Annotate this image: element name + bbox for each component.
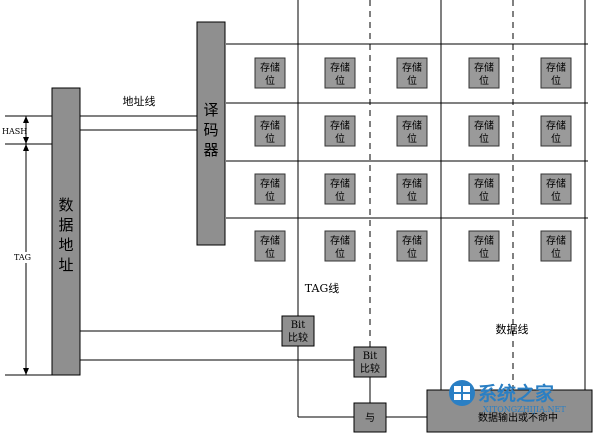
memory-cell-line2: 位	[265, 74, 275, 87]
memory-cell-line1: 存储	[260, 177, 280, 190]
memory-cell-line2: 位	[479, 74, 489, 87]
decoder-label-char: 器	[203, 141, 218, 159]
memory-cell-line1: 存储	[546, 234, 566, 247]
decoder-label-char: 码	[203, 121, 218, 139]
and-gate: 与	[353, 402, 387, 433]
memory-cell: 存储位	[254, 57, 286, 89]
memory-cell: 存储位	[324, 57, 356, 89]
address-block-label-char: 数	[58, 196, 73, 214]
memory-cell-line2: 位	[551, 190, 561, 203]
memory-cell-line1: 存储	[260, 61, 280, 74]
memory-cell-line1: 存储	[474, 119, 494, 132]
memory-cell-line1: 存储	[546, 177, 566, 190]
memory-cell: 存储位	[254, 173, 286, 205]
memory-cell-line1: 存储	[402, 177, 422, 190]
word-lines	[226, 43, 588, 219]
memory-cell: 存储位	[324, 115, 356, 147]
compare-lines	[80, 330, 354, 361]
memory-cell: 存储位	[396, 230, 428, 262]
memory-cell-line1: 存储	[474, 177, 494, 190]
watermark-url: XITONGZHIJIA.NET	[483, 405, 566, 414]
memory-cell-line2: 位	[479, 190, 489, 203]
memory-cell-line2: 位	[407, 190, 417, 203]
memory-cell-line2: 位	[335, 247, 345, 260]
comparator-1-line1: Bit	[291, 320, 306, 331]
memory-cell: 存储位	[468, 173, 500, 205]
memory-cell-line1: 存储	[402, 234, 422, 247]
decoder-label-char: 译	[203, 101, 218, 119]
memory-cell-line1: 存储	[474, 234, 494, 247]
memory-cell-line1: 存储	[474, 61, 494, 74]
memory-cell-line1: 存储	[402, 119, 422, 132]
comparator-1-line2: 比较	[288, 331, 308, 344]
watermark-title: 系统之家	[478, 382, 555, 405]
memory-cell-line1: 存储	[330, 234, 350, 247]
memory-cell: 存储位	[396, 57, 428, 89]
bit-comparator-1: Bit 比较	[281, 315, 315, 347]
memory-cell-line1: 存储	[330, 119, 350, 132]
comparator-2-line1: Bit	[363, 351, 378, 362]
data-line-label: 数据线	[496, 322, 529, 336]
hash-label: HASH	[2, 127, 27, 136]
memory-cell-line2: 位	[335, 190, 345, 203]
address-block-label-char: 址	[58, 256, 73, 274]
memory-cell-line2: 位	[407, 247, 417, 260]
output-label: 数据输出或不命中	[478, 411, 558, 424]
memory-cell-line2: 位	[407, 132, 417, 145]
memory-cell-line1: 存储	[330, 61, 350, 74]
memory-cell-grid: 存储位存储位存储位存储位存储位存储位存储位存储位存储位存储位存储位存储位存储位存…	[254, 57, 572, 262]
memory-cell: 存储位	[324, 173, 356, 205]
memory-cell-line2: 位	[551, 247, 561, 260]
tag-line-label: TAG线	[305, 281, 339, 295]
memory-cell: 存储位	[468, 230, 500, 262]
and-gate-label: 与	[365, 412, 375, 424]
memory-cell: 存储位	[540, 173, 572, 205]
memory-cell: 存储位	[324, 230, 356, 262]
memory-cell-line1: 存储	[260, 234, 280, 247]
memory-cell-line1: 存储	[260, 119, 280, 132]
memory-cell: 存储位	[540, 230, 572, 262]
memory-cell-line1: 存储	[330, 177, 350, 190]
tag-label: TAG	[14, 253, 31, 262]
memory-cell-line2: 位	[407, 74, 417, 87]
watermark: 系统之家 XITONGZHIJIA.NET	[449, 380, 566, 414]
memory-cell-line2: 位	[265, 247, 275, 260]
memory-cell-line2: 位	[265, 190, 275, 203]
and-gate-wires	[297, 346, 427, 418]
memory-cell-line1: 存储	[546, 61, 566, 74]
memory-cell-line2: 位	[479, 132, 489, 145]
memory-cell: 存储位	[468, 57, 500, 89]
decoder-block: 译 码 器	[196, 21, 226, 246]
memory-cell-line1: 存储	[402, 61, 422, 74]
memory-cell-line2: 位	[551, 132, 561, 145]
memory-cell-line2: 位	[551, 74, 561, 87]
memory-cell: 存储位	[396, 173, 428, 205]
address-block-label-char: 地	[58, 236, 73, 254]
memory-cell-line2: 位	[335, 74, 345, 87]
memory-cell: 存储位	[540, 57, 572, 89]
address-lines: 地址线	[80, 94, 197, 131]
memory-cell-line1: 存储	[546, 119, 566, 132]
address-block: 数 据 地 址	[51, 87, 81, 376]
hash-tag-markers: HASH TAG	[2, 115, 52, 376]
memory-cell: 存储位	[540, 115, 572, 147]
memory-cell-line2: 位	[335, 132, 345, 145]
memory-cell: 存储位	[254, 115, 286, 147]
memory-cell: 存储位	[254, 230, 286, 262]
watermark-logo-icon	[449, 380, 475, 406]
memory-cell: 存储位	[396, 115, 428, 147]
comparator-2-line2: 比较	[360, 362, 380, 375]
address-line-label: 地址线	[123, 94, 156, 108]
memory-cell-line2: 位	[265, 132, 275, 145]
memory-cell-line2: 位	[479, 247, 489, 260]
address-block-label-char: 据	[58, 216, 73, 234]
bit-comparator-2: Bit 比较	[353, 346, 387, 378]
memory-cell: 存储位	[468, 115, 500, 147]
